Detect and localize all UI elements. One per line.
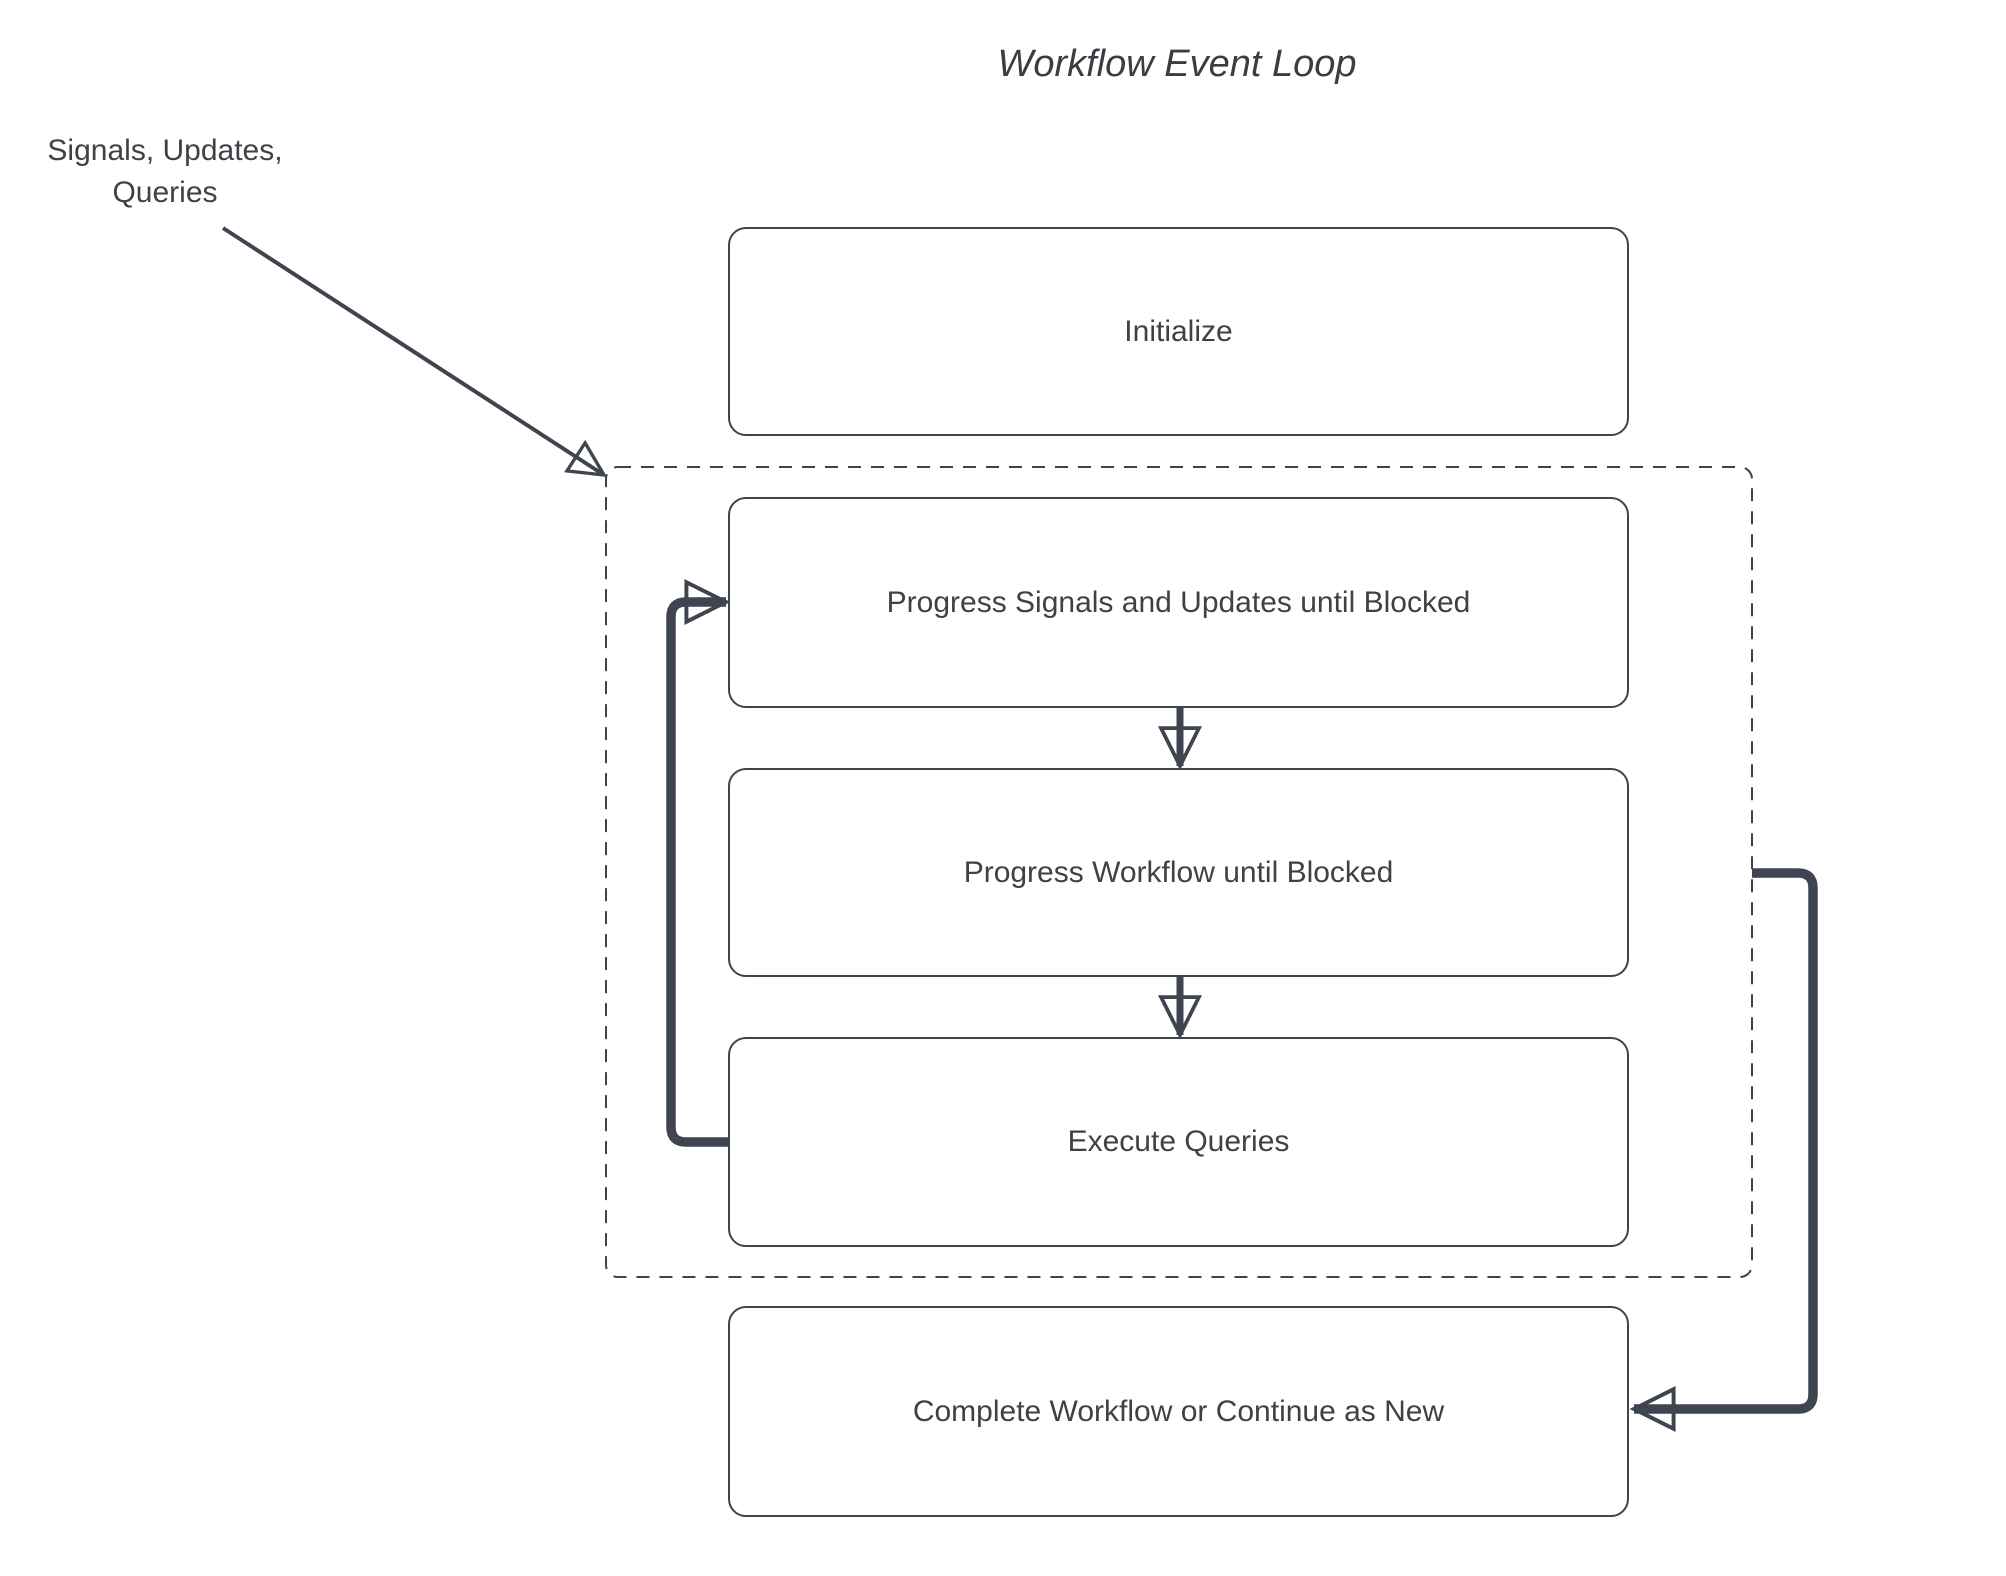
node-initialize: Initialize (728, 227, 1629, 436)
node-complete-label: Complete Workflow or Continue as New (912, 1394, 1445, 1428)
edge-annotation-arrow (221, 226, 604, 475)
node-execute-queries-label: Execute Queries (1067, 1125, 1290, 1158)
diagram-title: Workflow Event Loop (997, 43, 1357, 85)
node-initialize-label: Initialize (1124, 314, 1233, 348)
node-execute-queries: Execute Queries (728, 1037, 1629, 1247)
edge-execute-queries-loop-back (666, 602, 730, 1147)
node-progress-signals: Progress Signals and Updates until Block… (728, 497, 1629, 708)
node-progress-signals-label: Progress Signals and Updates until Block… (886, 585, 1471, 619)
node-progress-workflow: Progress Workflow until Blocked (728, 768, 1629, 977)
node-progress-workflow-label: Progress Workflow until Blocked (963, 855, 1394, 889)
annotation-signals-updates-queries: Signals, Updates, Queries (47, 134, 283, 209)
edge-event-loop-group-to-complete (1634, 868, 1818, 1409)
node-complete: Complete Workflow or Continue as New (728, 1306, 1629, 1517)
